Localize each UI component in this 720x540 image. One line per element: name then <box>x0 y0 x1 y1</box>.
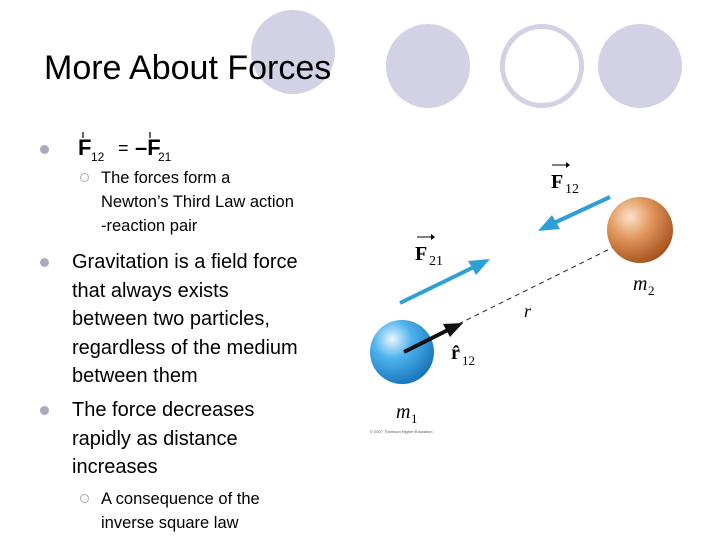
bullet-line: increases <box>72 456 158 479</box>
label-m1: m <box>396 401 410 423</box>
unit-vector-rhat-arrow <box>403 323 463 354</box>
bullet-line: The force decreases <box>72 399 255 421</box>
formula-lhs: F <box>78 135 91 160</box>
formula-equals: = <box>118 138 129 158</box>
decor-circle-4 <box>500 24 584 108</box>
slide-title: More About Forces <box>44 49 332 87</box>
decor-circle-1 <box>251 10 335 94</box>
bullet-line: between them <box>72 365 198 388</box>
bullet-line: that always exists <box>72 279 229 302</box>
formula-rhs: –F <box>135 135 161 160</box>
particle-m2-sphere <box>607 197 673 263</box>
decor-circle-2 <box>386 24 470 108</box>
bullet-gravitation: Gravitation is a field force that always… <box>72 248 298 391</box>
particle-m1-sphere <box>370 320 434 384</box>
sub-bullet-inverse-square: A consequence of the inverse square law <box>101 487 260 535</box>
decor-circle-3 <box>598 24 682 108</box>
force-f12-arrow <box>538 195 611 231</box>
label-f21-sub: 21 <box>429 254 443 269</box>
formula-lhs-sub: 12 <box>91 150 105 164</box>
figure-credit: © 2007 Thomson Higher Education <box>370 429 432 434</box>
sub-bullet-ring <box>80 173 89 182</box>
label-m1-sub: 1 <box>411 411 418 426</box>
gravitation-figure: F 12 F 21 m 2 r r̂ 12 m 1 © 2007 Thomson… <box>370 162 673 434</box>
bullet-line: rapidly as distance <box>72 427 238 450</box>
label-m2: m <box>633 273 647 295</box>
sub-bullet-ring <box>80 494 89 503</box>
bullet-dot <box>40 258 49 267</box>
formula-rhs-sub: 21 <box>158 150 172 164</box>
label-rhat: r̂ <box>451 342 460 364</box>
bullet-dot <box>40 406 49 415</box>
label-f21: F <box>415 243 427 265</box>
bullet-dot <box>40 145 49 154</box>
sub-bullet-third-law: The forces form a Newton’s Third Law act… <box>101 166 294 238</box>
newton-third-law-formula: F 12 = –F 21 <box>78 132 172 164</box>
force-f21-arrow <box>399 259 490 305</box>
sub-bullet-line: -reaction pair <box>101 217 198 235</box>
label-m2-sub: 2 <box>648 283 655 298</box>
bullet-line: Gravitation is a field force <box>72 251 298 273</box>
sub-bullet-line: A consequence of the <box>101 490 260 508</box>
sub-bullet-line: Newton’s Third Law action <box>101 193 294 211</box>
sub-bullet-line: The forces form a <box>101 169 231 187</box>
label-f12-sub: 12 <box>565 182 579 197</box>
sub-bullet-line: inverse square law <box>101 514 239 532</box>
label-r: r <box>524 301 532 321</box>
bullet-line: between two particles, <box>72 308 270 331</box>
label-rhat-sub: 12 <box>462 353 475 368</box>
label-f12: F <box>551 171 563 193</box>
bullet-line: regardless of the medium <box>72 336 298 359</box>
bullet-force-decreases: The force decreases rapidly as distance … <box>72 396 254 482</box>
